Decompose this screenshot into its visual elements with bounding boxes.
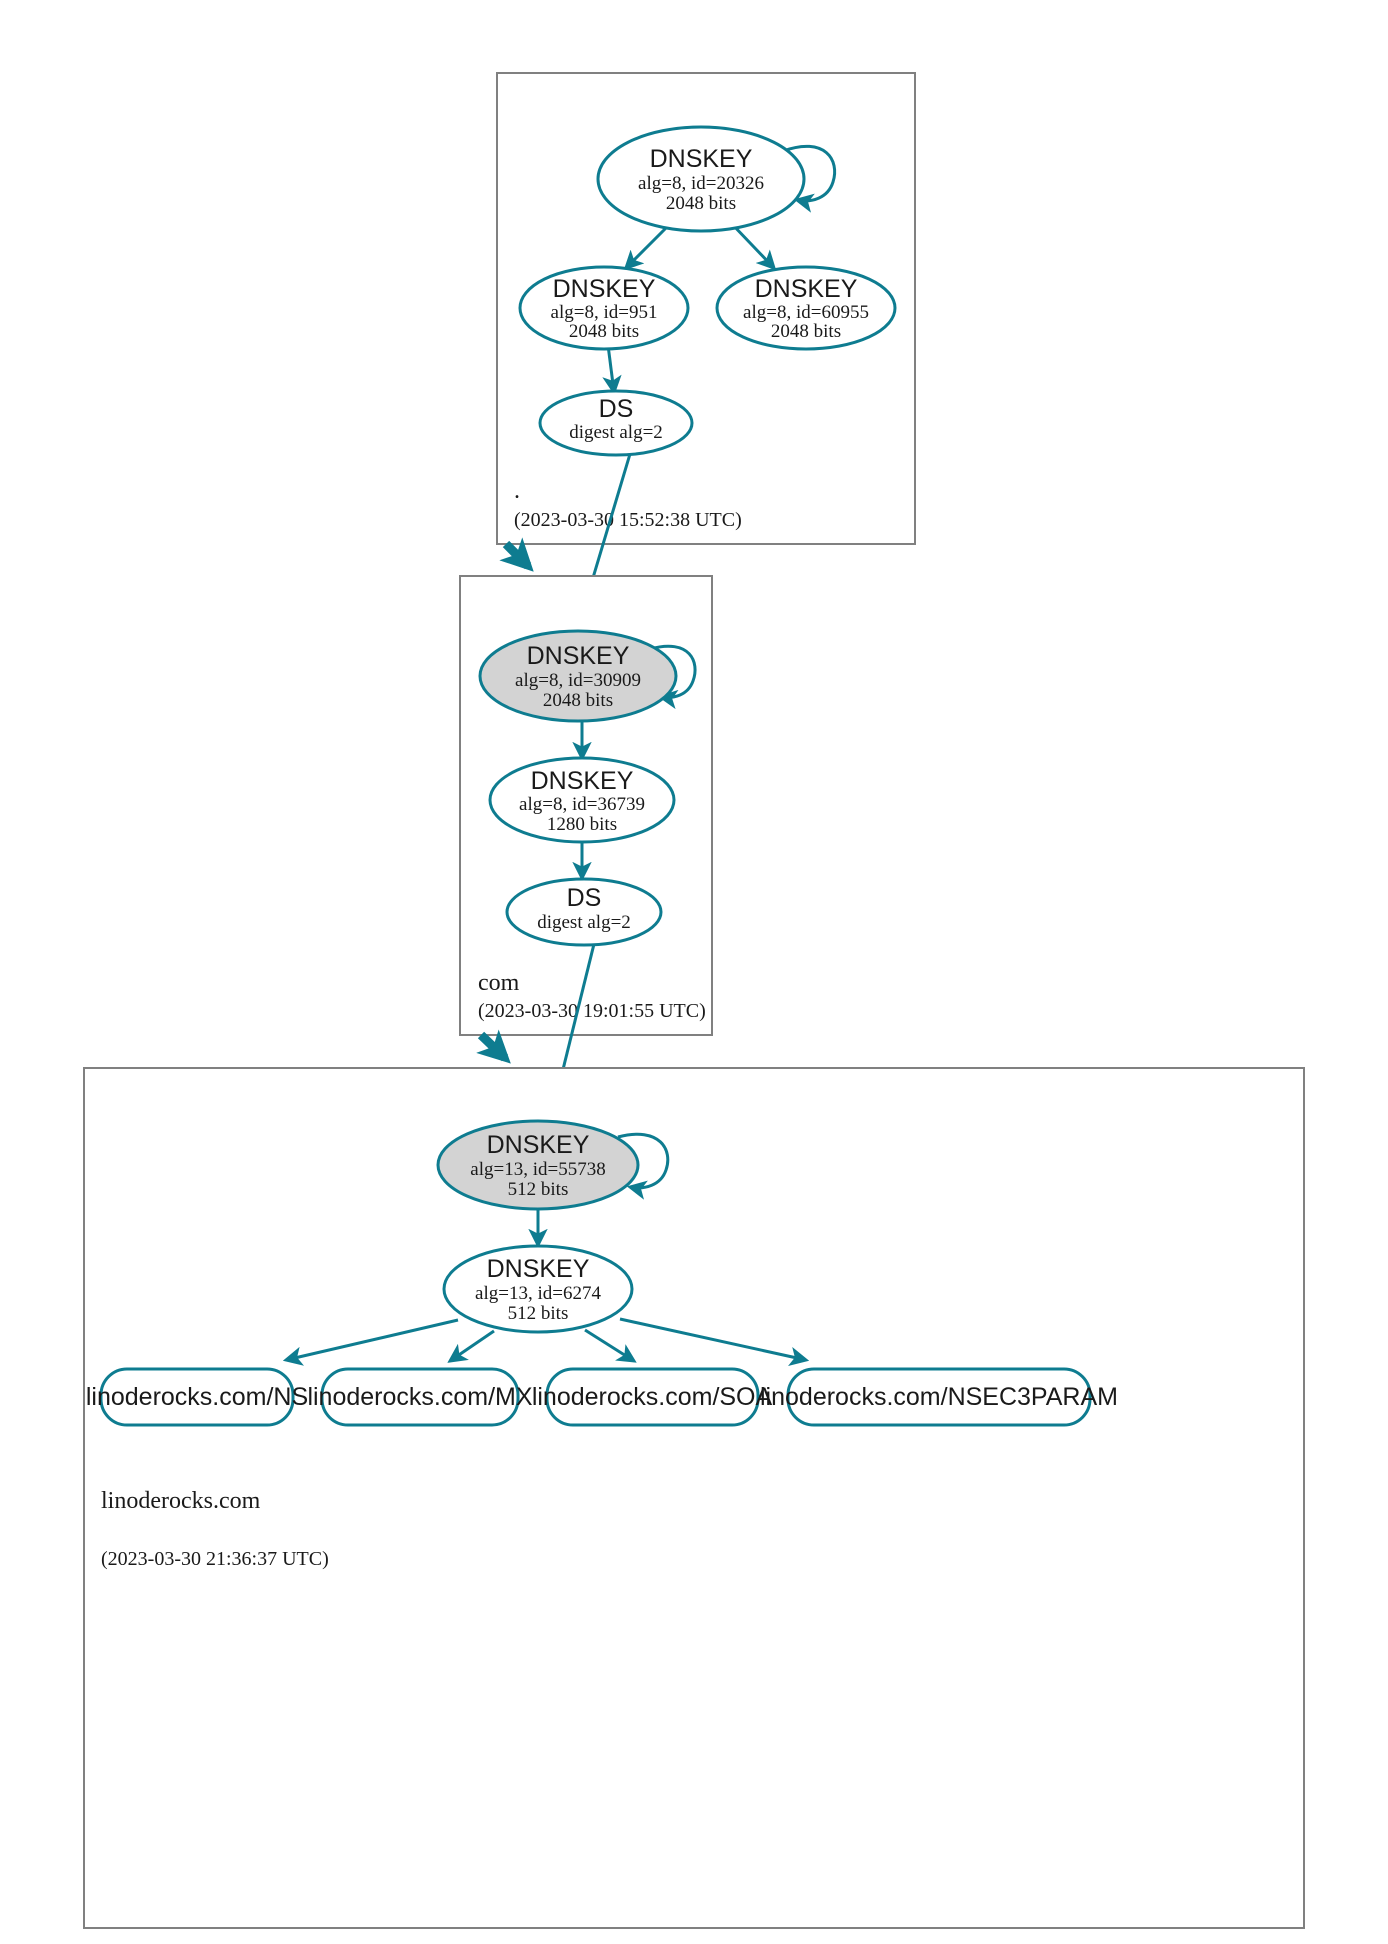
node-root-ds-params: digest alg=2 (569, 422, 663, 443)
node-root-zsk-size: 2048 bits (569, 321, 639, 342)
node-linoderocks-zsk-title: DNSKEY (487, 1255, 590, 1283)
zone-timestamp-root: (2023-03-30 15:52:38 UTC) (514, 509, 742, 531)
node-root-ds-title: DS (599, 395, 634, 423)
edge-delegation-com-to-linoderocks (476, 1029, 511, 1064)
node-linoderocks-zsk[interactable] (442, 1244, 634, 1334)
node-com-ds[interactable] (505, 877, 663, 947)
node-linoderocks-zsk-params: alg=13, id=6274 (475, 1283, 601, 1304)
rrset-soa[interactable] (545, 1367, 760, 1427)
node-root-zsk-params: alg=8, id=951 (551, 302, 658, 323)
node-root-zsk[interactable] (518, 265, 690, 351)
edge-root-ksk-selfsign (782, 144, 837, 213)
node-root-alt-params: alg=8, id=60955 (743, 302, 869, 323)
rrset-mx-label: linoderocks.com/MX (307, 1383, 532, 1411)
edge-root-ksk-to-zsk (623, 220, 674, 271)
rrset-soa-label: linoderocks.com/SOA (532, 1383, 773, 1411)
rrset-nsec3param[interactable] (786, 1367, 1092, 1427)
rrset-ns[interactable] (99, 1367, 295, 1427)
node-root-ds[interactable] (538, 389, 694, 457)
rrset-mx[interactable] (320, 1367, 520, 1427)
node-root-ksk-title: DNSKEY (650, 145, 753, 173)
node-com-ds-params: digest alg=2 (537, 912, 631, 933)
zone-label-com: com (478, 970, 520, 996)
edge-zsk-to-rrset-nsec3param (619, 1317, 810, 1367)
node-root-zsk-title: DNSKEY (553, 275, 656, 303)
node-com-ksk-size: 2048 bits (543, 690, 613, 711)
node-com-zsk-params: alg=8, id=36739 (519, 794, 645, 815)
node-linoderocks-ksk[interactable] (436, 1119, 640, 1211)
node-linoderocks-ksk-size: 512 bits (508, 1179, 569, 1200)
node-root-ksk-size: 2048 bits (666, 193, 736, 214)
node-root-ksk-outer-ring (596, 125, 806, 233)
edge-com-ksk-selfsign (649, 644, 697, 710)
node-root-alt-title: DNSKEY (755, 275, 858, 303)
node-com-zsk-size: 1280 bits (547, 814, 617, 835)
node-linoderocks-zsk-size: 512 bits (508, 1303, 569, 1324)
zone-timestamp-linoderocks: (2023-03-30 21:36:37 UTC) (101, 1548, 329, 1570)
node-linoderocks-ksk-params: alg=13, id=55738 (470, 1159, 605, 1180)
rrset-ns-label: linoderocks.com/NS (86, 1383, 308, 1411)
zone-box-linoderocks (83, 1067, 1305, 1929)
node-com-ksk[interactable] (478, 629, 678, 723)
node-com-ds-title: DS (567, 884, 602, 912)
edge-delegation-root-to-com (499, 537, 534, 572)
node-linoderocks-ksk-title: DNSKEY (487, 1131, 590, 1159)
node-com-ksk-title: DNSKEY (527, 642, 630, 670)
edge-linoderocks-ksk-selfsign (617, 1132, 670, 1200)
node-root-alt-size: 2048 bits (771, 321, 841, 342)
edge-root-zsk-to-ds (602, 344, 622, 396)
node-com-ksk-params: alg=8, id=30909 (515, 670, 641, 691)
edge-zsk-to-rrset-soa (584, 1328, 637, 1363)
edge-root-ksk-to-alt (729, 221, 777, 271)
zone-label-linoderocks: linoderocks.com (101, 1488, 261, 1514)
zone-label-root: . (514, 478, 520, 504)
edge-zsk-to-rrset-ns (282, 1318, 459, 1366)
node-com-zsk[interactable] (488, 756, 676, 844)
node-root-ksk-params: alg=8, id=20326 (638, 173, 764, 194)
node-root-alt-dnskey[interactable] (715, 265, 897, 351)
node-com-zsk-title: DNSKEY (531, 767, 634, 795)
zone-timestamp-com: (2023-03-30 19:01:55 UTC) (478, 1000, 706, 1022)
edge-zsk-to-rrset-mx (447, 1329, 495, 1363)
rrset-nsec3param-label: linoderocks.com/NSEC3PARAM (760, 1383, 1118, 1411)
